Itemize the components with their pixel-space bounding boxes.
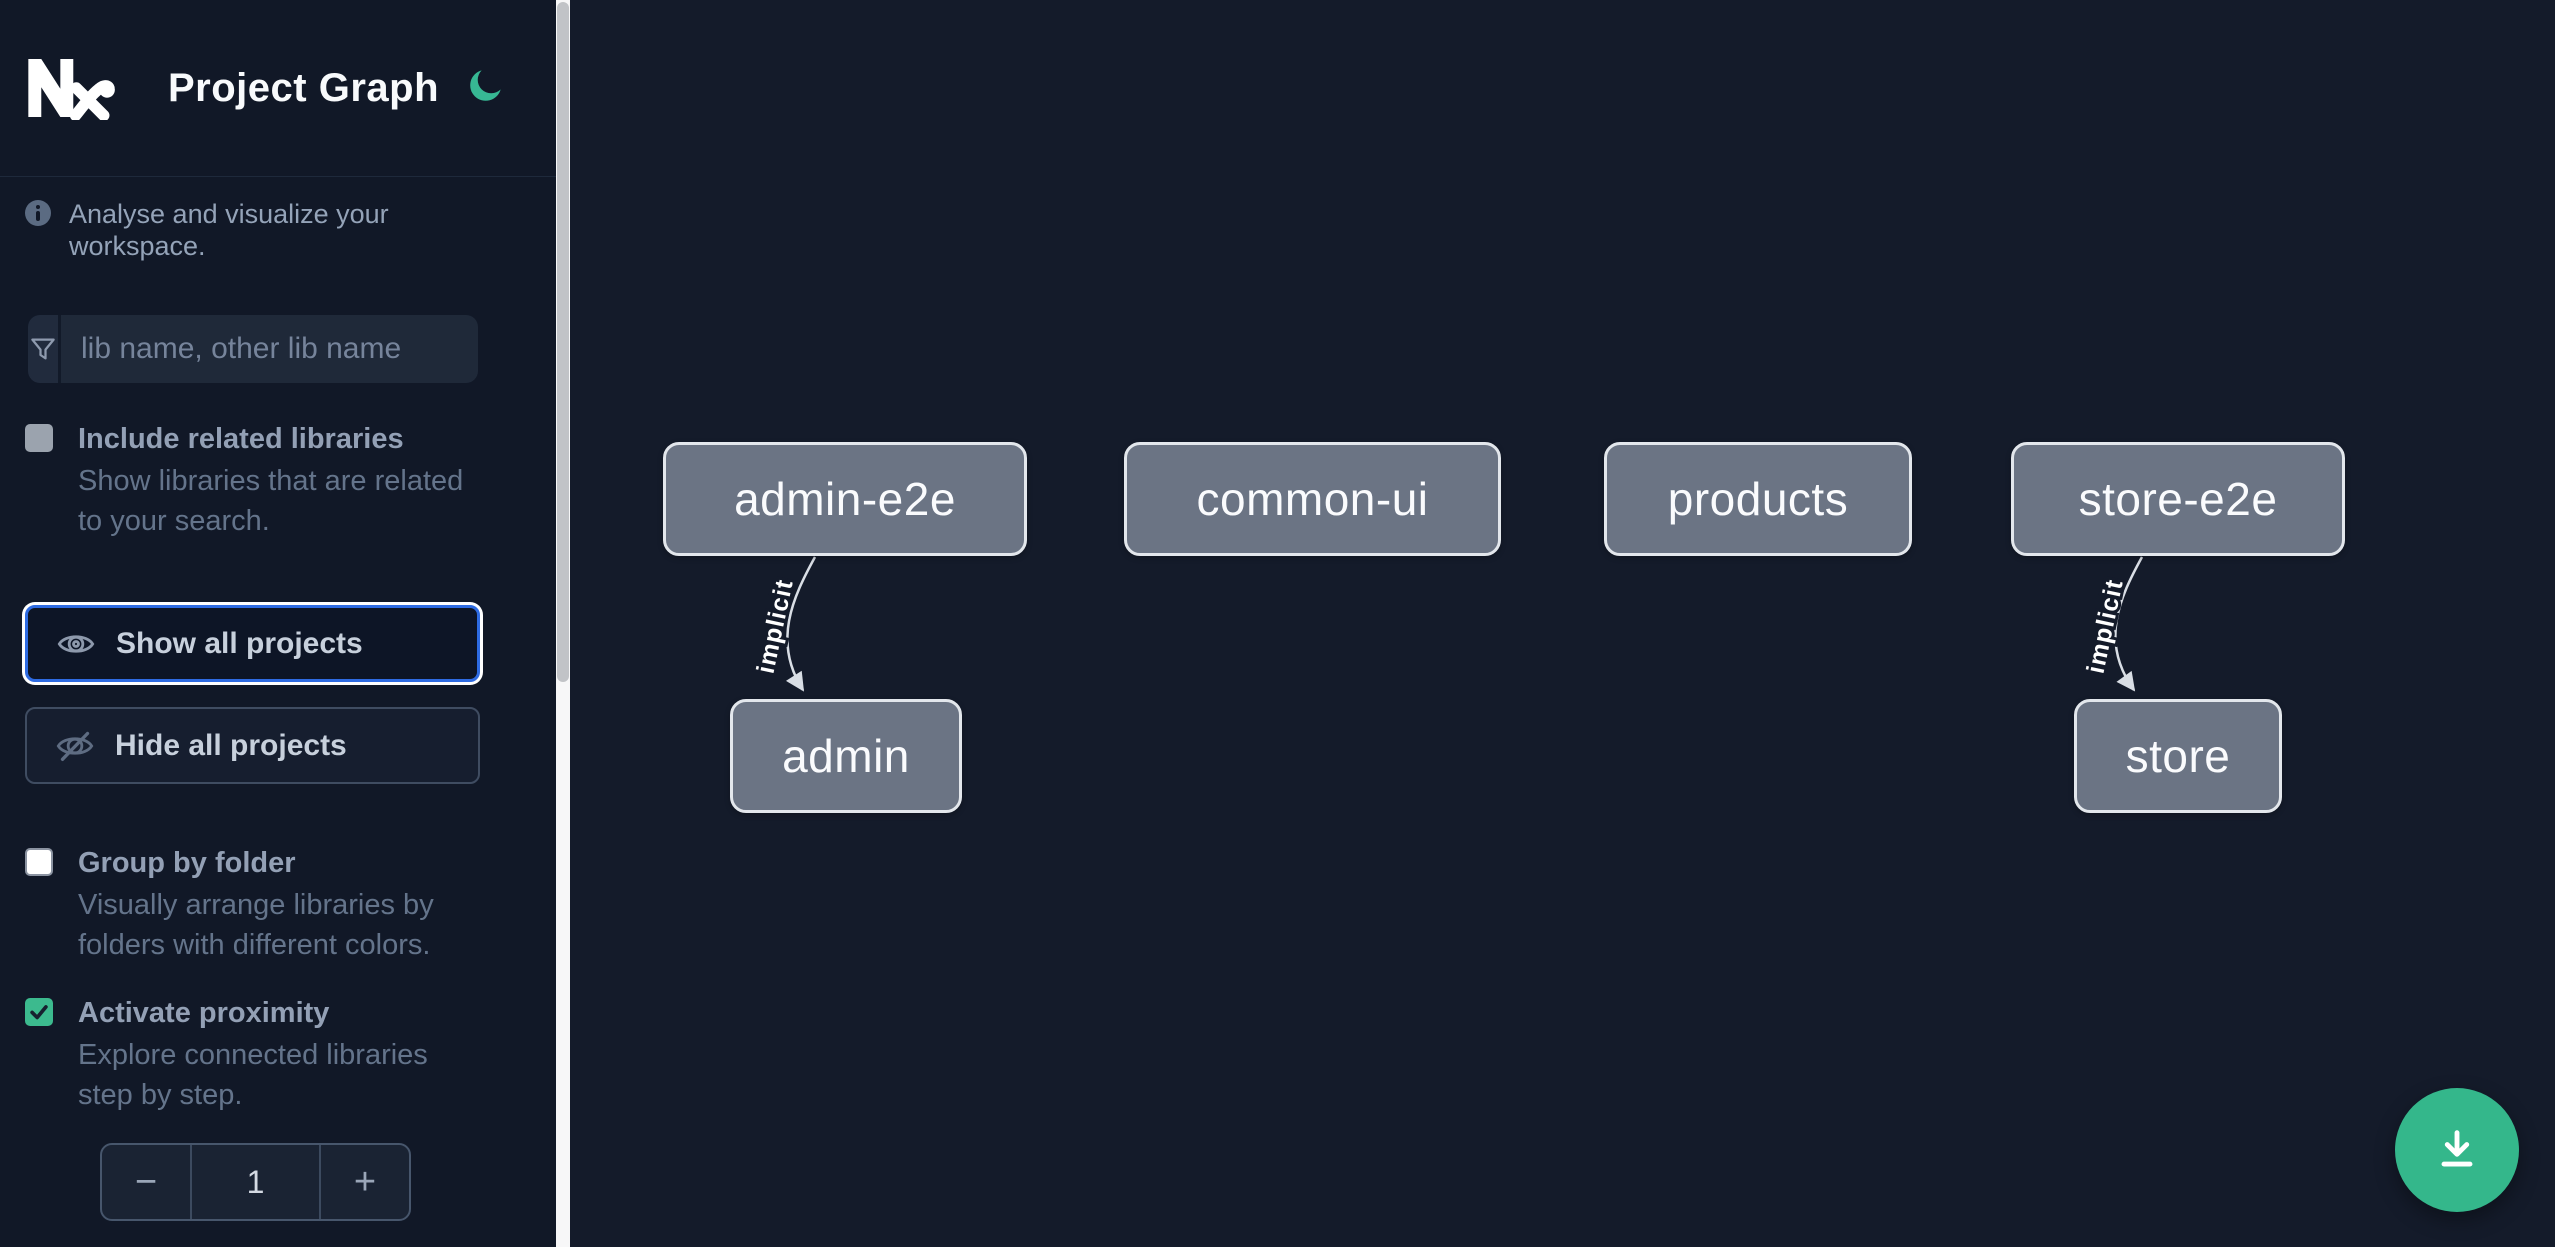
proximity-stepper: − 1 + bbox=[100, 1143, 411, 1221]
checkmark-icon bbox=[30, 1005, 48, 1020]
hide-all-projects-label: Hide all projects bbox=[115, 728, 347, 762]
info-icon bbox=[25, 200, 51, 226]
include-related-checkbox[interactable] bbox=[25, 424, 53, 452]
info-text: Analyse and visualize your workspace. bbox=[69, 199, 389, 261]
activate-proximity-row: Activate proximity Explore connected lib… bbox=[25, 996, 495, 1115]
moon-icon bbox=[470, 69, 501, 101]
include-related-label: Include related libraries bbox=[78, 423, 404, 455]
eye-off-icon bbox=[56, 731, 94, 761]
nx-logo bbox=[28, 59, 115, 120]
graph-node-common-ui[interactable]: common-ui bbox=[1124, 442, 1501, 556]
activate-proximity-checkbox[interactable] bbox=[25, 998, 53, 1026]
hide-all-projects-button[interactable]: Hide all projects bbox=[25, 707, 480, 784]
sidebar-scrollbar-thumb[interactable] bbox=[557, 2, 569, 682]
group-by-folder-label: Group by folder bbox=[78, 847, 296, 879]
activate-proximity-label: Activate proximity bbox=[78, 997, 330, 1029]
search-filter bbox=[28, 315, 478, 383]
sidebar-header: Project Graph bbox=[0, 0, 556, 177]
include-related-description: Show libraries that are related to your … bbox=[78, 465, 464, 537]
download-icon bbox=[2441, 1130, 2473, 1167]
show-all-projects-label: Show all projects bbox=[116, 626, 363, 660]
page-title: Project Graph bbox=[168, 66, 440, 110]
group-by-folder-checkbox[interactable] bbox=[25, 848, 53, 876]
graph-node-admin-e2e[interactable]: admin-e2e bbox=[663, 442, 1027, 556]
include-related-row: Include related libraries Show libraries… bbox=[25, 422, 495, 541]
activate-proximity-description: Explore connected libraries step by step… bbox=[78, 1039, 428, 1111]
search-input[interactable] bbox=[61, 315, 478, 383]
download-graph-button[interactable] bbox=[2395, 1088, 2519, 1212]
sidebar: Project Graph Analyse and visualize your… bbox=[0, 0, 570, 1247]
show-all-projects-button[interactable]: Show all projects bbox=[25, 605, 480, 682]
graph-node-store-e2e[interactable]: store-e2e bbox=[2011, 442, 2345, 556]
sidebar-scrollbar-track[interactable] bbox=[556, 0, 570, 1247]
graph-node-products[interactable]: products bbox=[1604, 442, 1912, 556]
filter-funnel-icon bbox=[28, 315, 61, 383]
proximity-increment-button[interactable]: + bbox=[321, 1145, 409, 1219]
group-by-folder-row: Group by folder Visually arrange librari… bbox=[25, 846, 495, 965]
graph-node-admin[interactable]: admin bbox=[730, 699, 962, 813]
info-banner: Analyse and visualize your workspace. bbox=[25, 198, 525, 262]
proximity-decrement-button[interactable]: − bbox=[102, 1145, 190, 1219]
group-by-folder-description: Visually arrange libraries by folders wi… bbox=[78, 889, 434, 961]
theme-toggle-button[interactable] bbox=[458, 58, 514, 114]
eye-icon bbox=[57, 634, 95, 653]
graph-canvas[interactable] bbox=[570, 0, 2555, 1247]
graph-node-store[interactable]: store bbox=[2074, 699, 2282, 813]
proximity-value: 1 bbox=[190, 1145, 321, 1219]
